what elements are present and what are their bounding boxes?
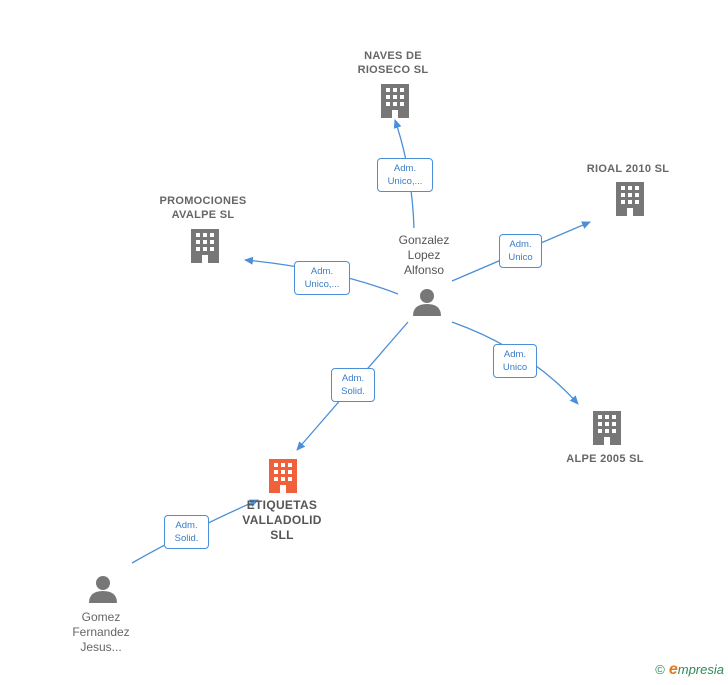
building-icon[interactable] [616,182,644,216]
edge-label-gomez-etiquetas[interactable]: Adm. Solid. [164,515,209,549]
edge-label-to-naves[interactable]: Adm. Unico,... [377,158,433,192]
node-label-gomez[interactable]: Gomez Fernandez Jesus... [72,610,130,654]
copyright-symbol: © [655,662,665,677]
edge-label-to-alpe[interactable]: Adm. Unico [493,344,537,378]
node-label-rioal[interactable]: RIOAL 2010 SL [586,163,670,175]
node-label-naves[interactable]: NAVES DE RIOSECO SL [357,50,429,76]
brand-logo-text: mpresia [677,662,724,677]
brand-logo-initial: e [668,661,678,678]
edge-label-to-promociones[interactable]: Adm. Unico,... [294,261,350,295]
building-icon[interactable] [191,229,219,263]
building-icon[interactable] [381,84,409,118]
building-icon[interactable] [593,411,621,445]
building-icon-highlighted[interactable] [269,459,297,493]
footer-brand: ©empresia [655,661,724,679]
node-label-alpe[interactable]: ALPE 2005 SL [566,453,644,465]
node-label-etiquetas[interactable]: ETIQUETAS VALLADOLID SLL [242,498,322,542]
person-icon[interactable] [89,576,117,603]
edge-label-to-rioal[interactable]: Adm. Unico [499,234,542,268]
node-label-gonzalez[interactable]: Gonzalez Lopez Alfonso [398,233,450,277]
person-icon[interactable] [413,289,441,316]
node-label-promociones[interactable]: PROMOCIONES AVALPE SL [159,195,247,221]
edge-label-to-etiquetas[interactable]: Adm. Solid. [331,368,375,402]
